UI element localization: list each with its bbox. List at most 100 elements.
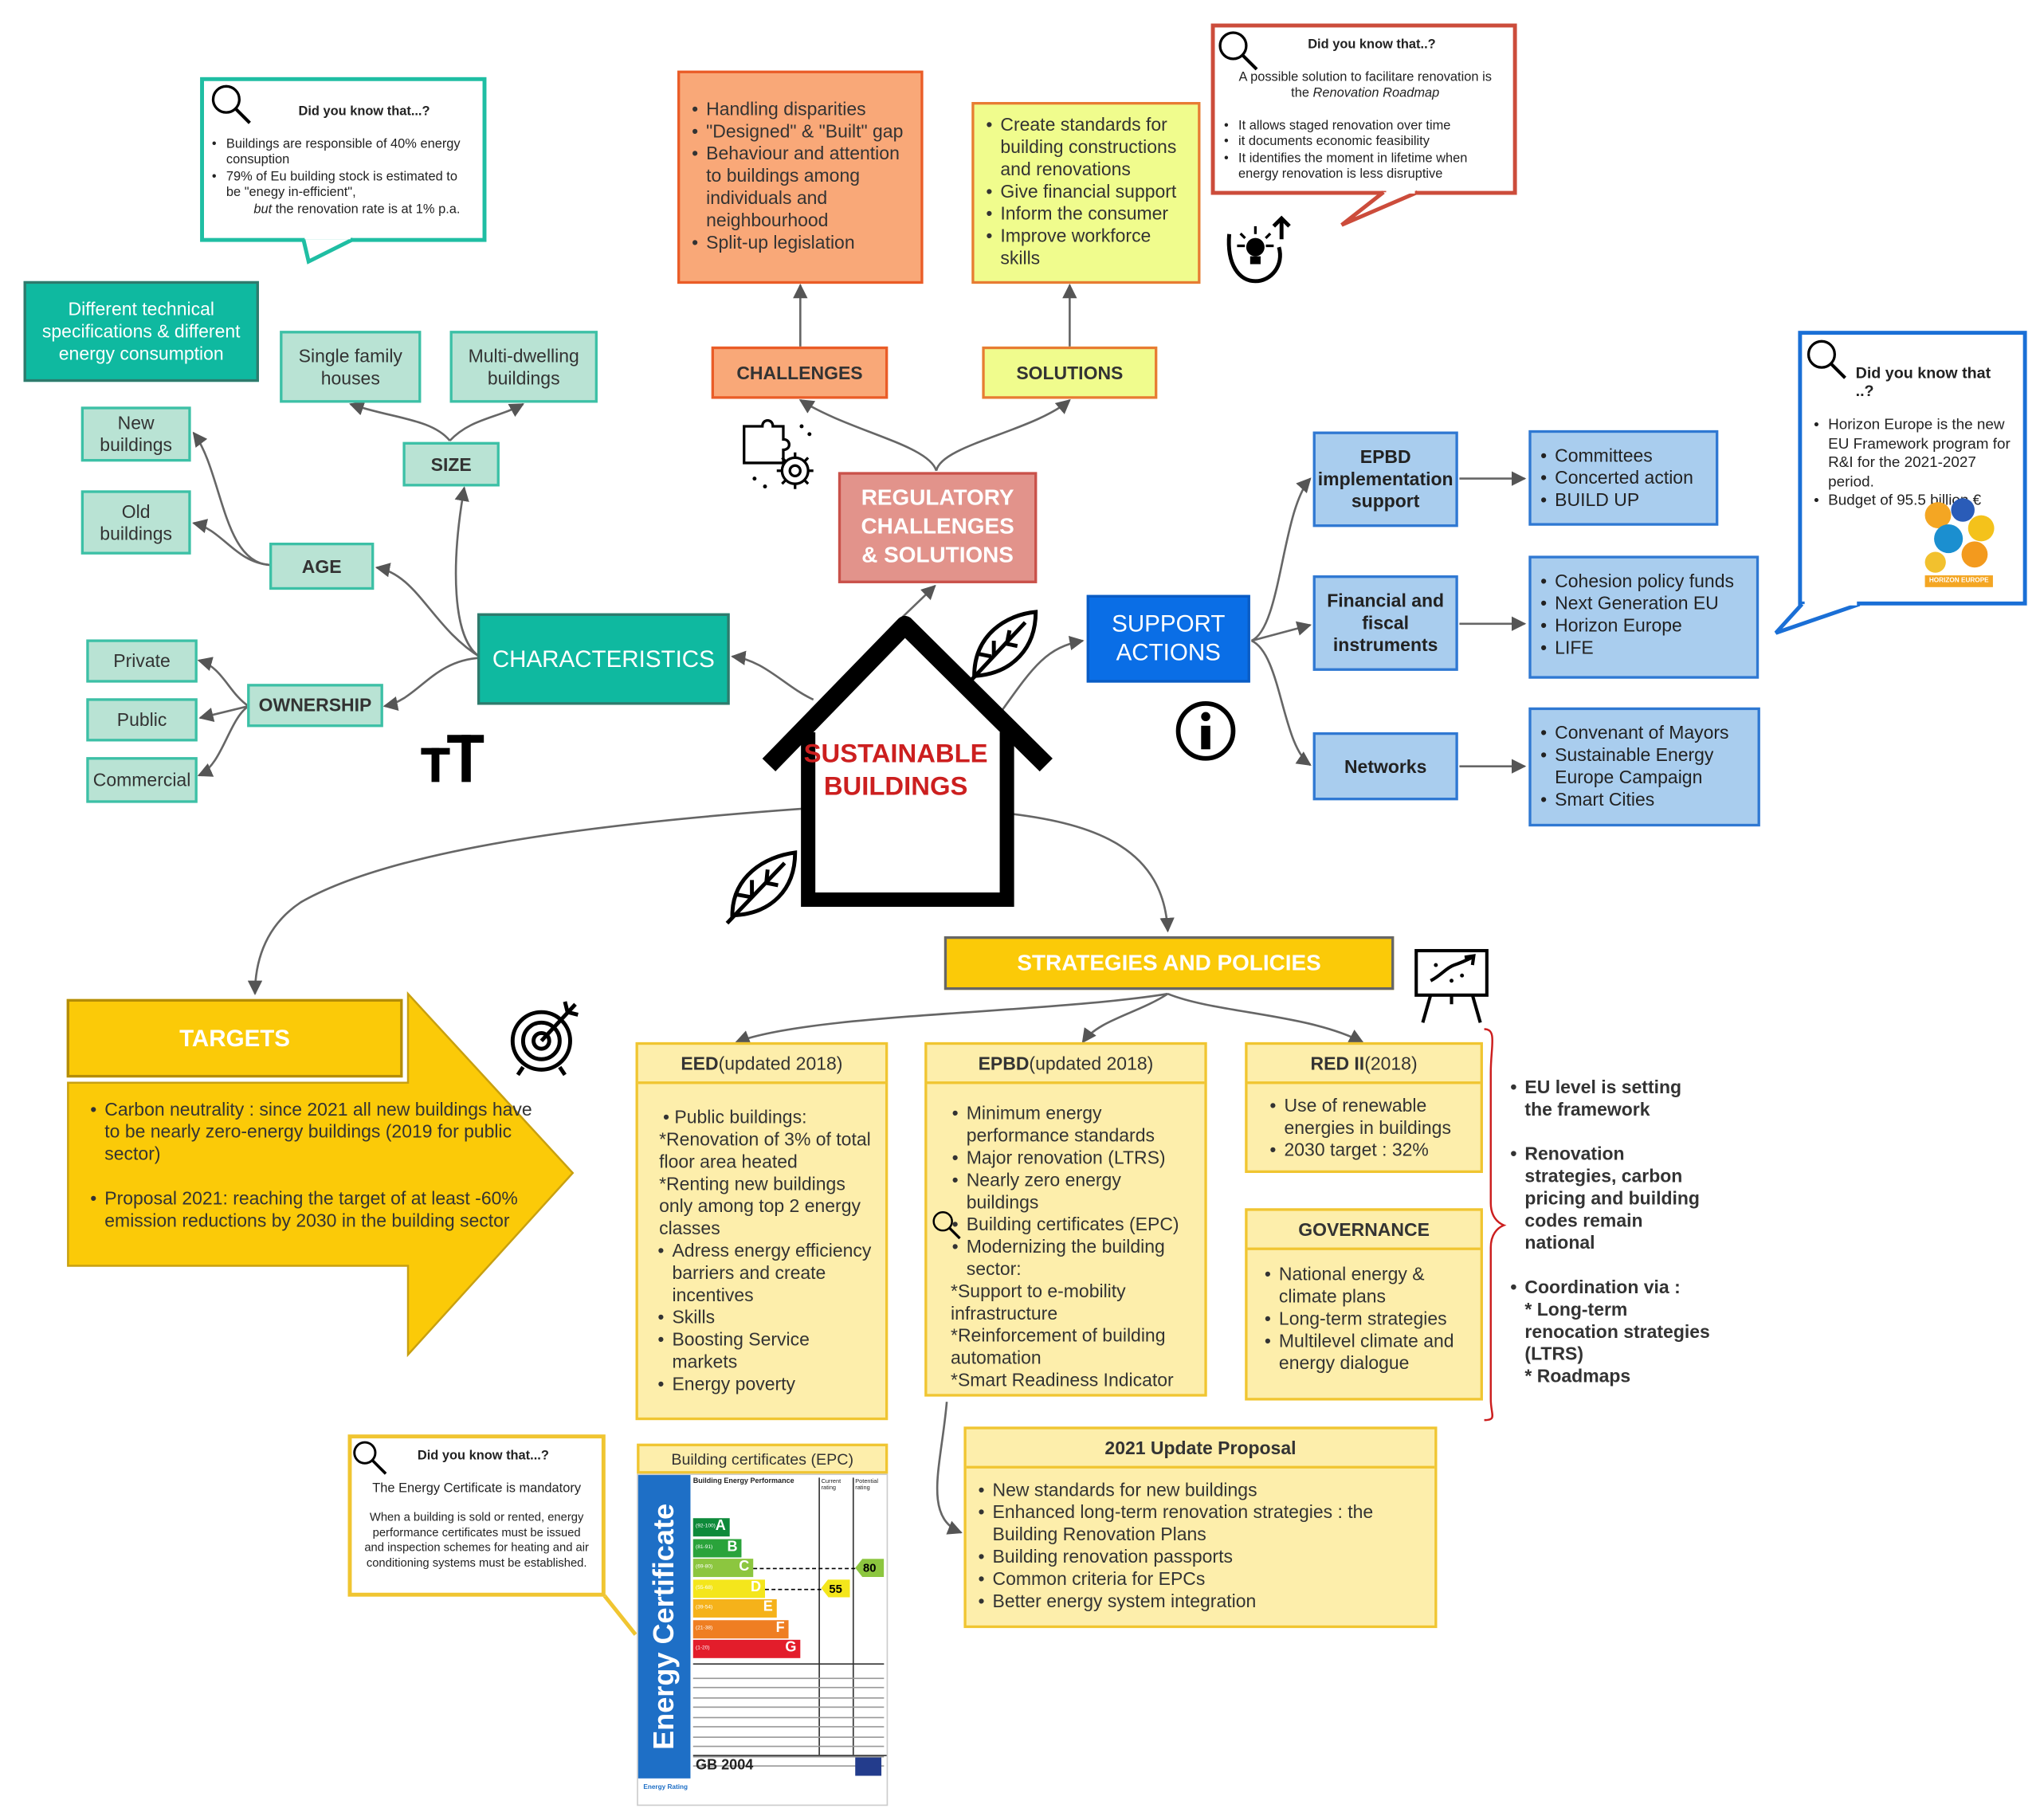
public-node[interactable]: Public: [86, 698, 198, 742]
did-you-know-title: Did you know that ..?: [1855, 363, 1991, 401]
epc-band-letter: C: [739, 1559, 750, 1575]
did-you-know-body: When a building is sold or rented, energ…: [364, 1510, 589, 1569]
targets-node[interactable]: TARGETS: [66, 998, 403, 1078]
private-node[interactable]: Private: [86, 639, 198, 683]
epc-band-letter: F: [775, 1619, 785, 1636]
financial-instruments-node[interactable]: Financial and fiscal instruments: [1312, 575, 1458, 671]
new-buildings-node[interactable]: New buildings: [80, 406, 191, 462]
epc-band-f: (21-38) F: [692, 1619, 789, 1638]
epc-band-letter: B: [727, 1538, 738, 1555]
energy-certificate-image: Energy Certificate Building Energy Perfo…: [637, 1473, 889, 1806]
governance-card: GOVERNANCE National energy & climate pla…: [1245, 1208, 1483, 1401]
size-node[interactable]: SIZE: [402, 441, 500, 487]
epc-footer: GB 2004: [696, 1757, 754, 1774]
epbd-support-node[interactable]: EPBD implementation support: [1312, 431, 1458, 528]
financial-instruments-list: Cohesion policy fundsNext Generation EUH…: [1528, 555, 1760, 679]
epc-current-marker: 55: [821, 1579, 850, 1598]
epc-band-letter: A: [715, 1518, 726, 1534]
magnifier-icon: [1805, 337, 1850, 382]
epc-vertical-title: Energy Certificate: [647, 1503, 681, 1750]
red-ii-card-header: RED II (2018): [1247, 1045, 1481, 1085]
epc-band-range: (81-91): [696, 1542, 713, 1549]
single-family-houses-node[interactable]: Single family houses: [280, 331, 422, 403]
support-actions-node[interactable]: SUPPORT ACTIONS: [1086, 594, 1250, 683]
did-you-know-bubble-4: Did you know that...? The Energy Certifi…: [347, 1434, 606, 1597]
did-you-know-line: The Energy Certificate is mandatory: [372, 1481, 582, 1496]
update-proposal-card: 2021 Update Proposal New standards for n…: [963, 1426, 1438, 1629]
governance-card-header: GOVERNANCE: [1247, 1211, 1481, 1250]
strategies-node[interactable]: STRATEGIES AND POLICIES: [944, 935, 1395, 990]
challenges-node[interactable]: CHALLENGES: [711, 346, 889, 399]
targets-list: Carbon neutrality : since 2021 all new b…: [86, 1098, 537, 1231]
solutions-node[interactable]: SOLUTIONS: [982, 346, 1158, 399]
networks-list: Convenant of MayorsSustainable Energy Eu…: [1528, 707, 1760, 827]
did-you-know-bubble-3: Did you know that ..? Horizon Europe is …: [1798, 331, 2027, 606]
epbd-support-list: CommitteesConcerted actionBUILD UP: [1528, 430, 1719, 526]
eed-card-header: EED (updated 2018): [638, 1045, 885, 1085]
did-you-know-list: Horizon Europe is the new EU Framework p…: [1814, 416, 2013, 511]
regulatory-node[interactable]: REGULATORY CHALLENGES & SOLUTIONS: [838, 472, 1038, 583]
epc-potential-marker: 80: [855, 1559, 885, 1578]
magnifier-icon: [351, 1440, 388, 1477]
epc-detail-rows: [692, 1669, 885, 1767]
did-you-know-list: It allows staged renovation over time it…: [1224, 119, 1500, 184]
did-you-know-title: Did you know that..?: [1308, 37, 1436, 53]
magnifier-icon: [931, 1210, 962, 1241]
epbd-card: EPBD (updated 2018) Minimum energy perfo…: [924, 1041, 1207, 1397]
epc-band-letter: E: [763, 1598, 773, 1615]
red-ii-card: RED II (2018) Use of renewable energies …: [1245, 1041, 1483, 1173]
epc-band-range: (69-80): [696, 1563, 713, 1570]
did-you-know-bubble-2: Did you know that..? A possible solution…: [1210, 23, 1517, 195]
central-topic: SUSTAINABLE BUILDINGS: [785, 739, 1007, 804]
characteristics-note: Different technical specifications & dif…: [23, 280, 259, 382]
epc-title: Building certificates (EPC): [637, 1443, 889, 1474]
text-size-icon: [421, 735, 486, 784]
horizon-europe-logo: HORIZON EUROPE: [1920, 497, 1998, 589]
did-you-know-bubble-1: Did you know that...? Buildings are resp…: [200, 76, 487, 242]
did-you-know-list: Buildings are responsible of 40% energy …: [212, 136, 472, 202]
magnifier-icon: [1216, 29, 1261, 73]
age-node[interactable]: AGE: [269, 543, 375, 590]
epc-side-band: [638, 1475, 691, 1779]
did-you-know-title: Did you know that...?: [417, 1449, 549, 1464]
epc-caption: Energy Rating: [643, 1783, 688, 1792]
characteristics-node[interactable]: CHARACTERISTICS: [477, 613, 730, 705]
lightbulb-idea-icon: [1224, 215, 1295, 288]
epc-band-e: (39-54) E: [692, 1598, 777, 1618]
epc-band-letter: G: [785, 1639, 797, 1656]
epc-band-g: (1-20) G: [692, 1639, 801, 1658]
commercial-node[interactable]: Commercial: [86, 757, 198, 803]
target-icon: [508, 996, 586, 1077]
eu-flag-icon: [855, 1757, 882, 1776]
epc-band-range: (55-68): [696, 1583, 713, 1590]
networks-node[interactable]: Networks: [1312, 732, 1458, 801]
epc-band-range: (1-20): [696, 1643, 710, 1650]
ownership-node[interactable]: OWNERSHIP: [247, 684, 383, 728]
magnifier-icon: [210, 82, 254, 127]
did-you-know-intro: A possible solution to facilitare renova…: [1238, 69, 1492, 101]
did-you-know-tail: but the renovation rate is at 1% p.a.: [253, 202, 461, 217]
old-buildings-node[interactable]: Old buildings: [80, 490, 191, 555]
multi-dwelling-buildings-node[interactable]: Multi-dwelling buildings: [449, 331, 598, 403]
puzzle-gear-icon: [739, 418, 820, 496]
strategy-board-icon: [1412, 947, 1490, 1025]
horizon-europe-logo-text: HORIZON EUROPE: [1928, 576, 1989, 585]
central-topic-line2: BUILDINGS: [823, 772, 968, 802]
central-topic-line1: SUSTAINABLE: [803, 739, 988, 769]
solutions-list: Create standards for building constructi…: [971, 101, 1201, 284]
epc-band-letter: D: [751, 1579, 762, 1595]
epbd-card-header: EPBD (updated 2018): [927, 1045, 1205, 1085]
did-you-know-title: Did you know that...?: [298, 104, 430, 120]
epc-band-range: (21-38): [696, 1623, 713, 1630]
epc-band-range: (39-54): [696, 1602, 713, 1610]
eed-card: EED (updated 2018) • Public buildings: *…: [635, 1041, 889, 1421]
challenges-list: Handling disparities "Designed" & "Built…: [677, 70, 924, 284]
